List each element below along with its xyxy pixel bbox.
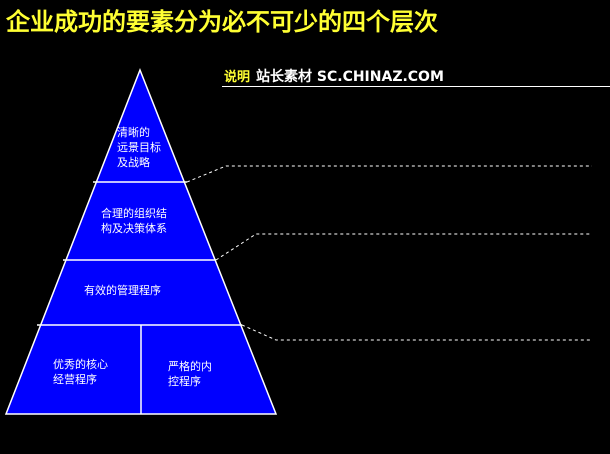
tier-1-label: 清晰的 远景目标 及战略 [117,126,161,169]
note: 说明站长素材 SC.CHINAZ.COM [224,66,444,86]
tier-4b-label: 严格的内 控程序 [168,360,212,388]
tier-2-label: 合理的组织结 构及决策体系 [101,207,167,235]
page-title: 企业成功的要素分为必不可少的四个层次 [6,8,438,36]
note-label: 说明 [224,70,251,85]
tier-4a-label: 优秀的核心 经营程序 [53,358,108,386]
connector-line-1 [186,165,592,183]
note-underline [222,86,610,87]
tier-3-label: 有效的管理程序 [84,284,161,297]
note-text: 站长素材 SC.CHINAZ.COM [256,69,444,85]
connector-line-2 [215,233,592,261]
connector-line-3 [241,324,592,341]
